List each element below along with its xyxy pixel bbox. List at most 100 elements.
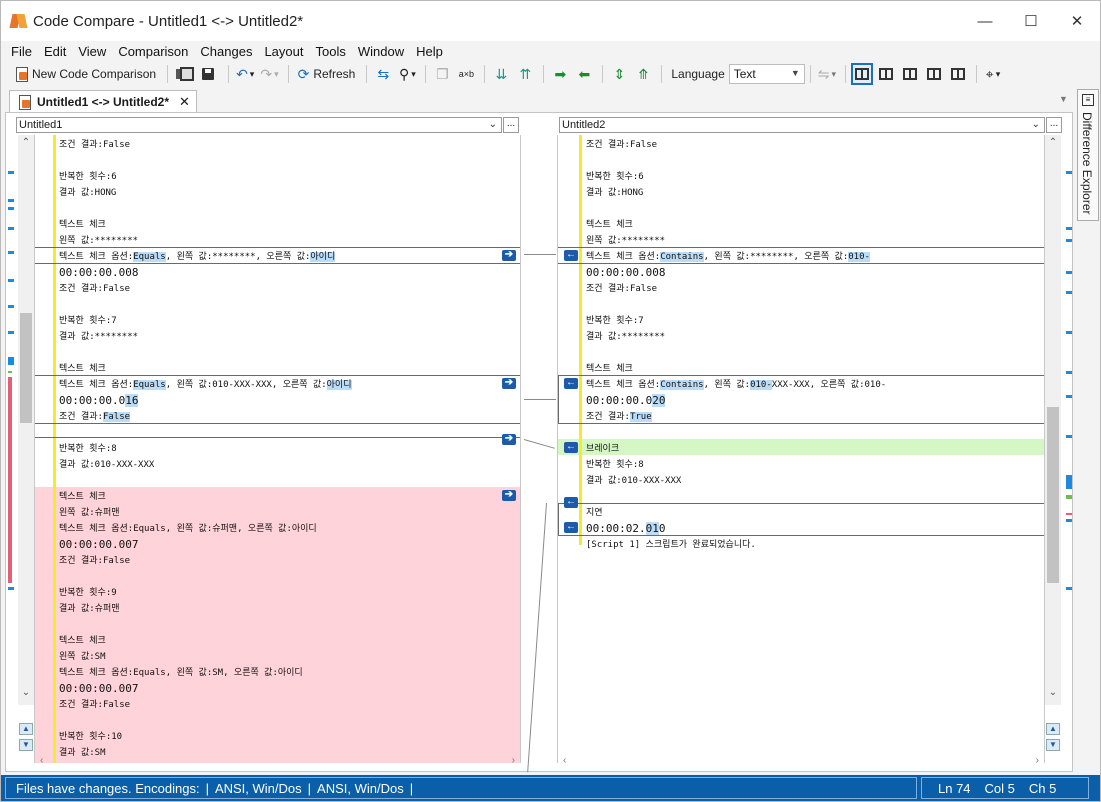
find-dropdown-icon: ▾ — [411, 69, 416, 79]
menu-tools[interactable]: Tools — [315, 43, 346, 59]
scroll-up-icon[interactable]: ⌃ — [1048, 137, 1058, 148]
menu-help[interactable]: Help — [416, 43, 443, 59]
swap-sides-button[interactable]: ⇆ — [372, 63, 394, 85]
overview-mark — [1066, 475, 1072, 489]
copy-left-arrow-icon[interactable]: ← — [564, 496, 578, 508]
layout-horizontal-button[interactable] — [947, 63, 969, 85]
redo-button[interactable]: ↷▾ — [258, 63, 280, 85]
overview-mark-green — [1066, 495, 1072, 499]
maximize-button[interactable]: ☐ — [1024, 13, 1038, 30]
scroll-left-icon[interactable]: ‹ — [40, 755, 44, 766]
code-line: 텍스트 체크 옵션:Equals, 왼쪽 값:********, 오른쪽 값:아… — [59, 252, 336, 262]
previous-difference-button[interactable]: ⇈ — [514, 63, 536, 85]
left-overview-ruler[interactable] — [6, 135, 18, 695]
copy-left-arrow-icon[interactable]: ← — [564, 377, 578, 389]
copy-left-arrow-icon[interactable]: ← — [564, 441, 578, 453]
ignore-case-button[interactable]: a×b — [455, 63, 477, 85]
menu-edit[interactable]: Edit — [43, 43, 67, 59]
left-vertical-scrollbar[interactable]: ⌃ ⌄ — [18, 135, 34, 705]
close-window-button[interactable]: ✕ — [1070, 13, 1084, 30]
next-difference-button[interactable]: ⇊ — [490, 63, 512, 85]
scroll-down-icon[interactable]: ⌄ — [21, 687, 31, 698]
menu-comparison[interactable]: Comparison — [118, 43, 189, 59]
code-line: 조건 결과:True — [586, 412, 652, 422]
difference-explorer-tab[interactable]: ≡ Difference Explorer — [1077, 89, 1099, 221]
layout-two-pane-button[interactable] — [851, 63, 874, 85]
toolbar-separator — [602, 65, 604, 83]
code-line: 텍스트 체크 — [59, 492, 106, 502]
layout-left-button[interactable] — [875, 63, 897, 85]
undo-button[interactable]: ↶▾ — [234, 63, 256, 85]
find-button[interactable]: ⚲▾ — [396, 63, 418, 85]
right-next-diff-button[interactable]: ▼ — [1046, 739, 1060, 751]
scroll-right-icon[interactable]: › — [1035, 755, 1039, 766]
right-browse-button[interactable]: ... — [1046, 117, 1062, 133]
code-line: 00:00:02.010 — [586, 522, 666, 535]
copy-right-arrow-icon[interactable]: ➔ — [502, 250, 516, 261]
left-prev-diff-button[interactable]: ▲ — [19, 723, 33, 735]
right-vertical-scrollbar[interactable]: ⌃ ⌄ — [1045, 135, 1061, 705]
right-overview-ruler[interactable] — [1062, 135, 1074, 695]
copy-right-arrow-icon[interactable]: ➔ — [502, 434, 516, 445]
copy-right-arrow-icon[interactable]: ➔ — [502, 490, 516, 501]
minimize-button[interactable]: — — [977, 12, 993, 30]
diff-frame — [35, 375, 520, 424]
overview-mark — [8, 331, 14, 334]
layout-right-button[interactable] — [899, 63, 921, 85]
overview-mark-red — [8, 377, 12, 583]
left-browse-button[interactable]: ... — [503, 117, 519, 133]
refresh-button[interactable]: ⟳ Refresh — [294, 63, 360, 85]
language-select[interactable]: Text ▼ — [728, 64, 805, 84]
toolbar: New Code Comparison ↶▾ ↷▾ ⟳ Refresh ⇆ ⚲▾… — [1, 61, 1100, 87]
left-encoding[interactable]: ANSI, Win/Dos — [214, 780, 302, 796]
left-change-gutter — [53, 135, 56, 763]
left-next-diff-button[interactable]: ▼ — [19, 739, 33, 751]
copy-to-left-button[interactable]: ⬅ — [573, 63, 595, 85]
code-line: 텍스트 체크 — [586, 364, 633, 374]
collapse-all-button[interactable]: ⤊ — [632, 63, 654, 85]
menu-window[interactable]: Window — [357, 43, 405, 59]
document-tab-strip: Untitled1 <-> Untitled2* ✕ — [9, 90, 197, 112]
code-line: 텍스트 체크 — [59, 636, 106, 646]
toolbar-separator — [366, 65, 368, 83]
copy-left-arrow-icon[interactable]: ← — [564, 521, 578, 533]
scroll-right-icon[interactable]: › — [511, 755, 515, 766]
copy-to-right-button[interactable]: ➡ — [549, 63, 571, 85]
right-file-name: Untitled2 — [562, 119, 606, 131]
options-button[interactable]: ⇋▾ — [816, 63, 838, 85]
layout-three-pane-button[interactable] — [923, 63, 945, 85]
copy-left-arrow-icon[interactable]: ← — [564, 249, 578, 261]
left-file-select[interactable]: Untitled1 ⌄ — [16, 117, 502, 133]
save-all-button[interactable] — [173, 63, 196, 85]
scroll-down-icon[interactable]: ⌄ — [1048, 687, 1058, 698]
arrow-right-icon: ➡ — [554, 66, 567, 82]
right-file-select[interactable]: Untitled2 ⌄ — [559, 117, 1045, 133]
right-horizontal-scrollbar[interactable]: ‹ › — [557, 755, 1045, 769]
menu-changes[interactable]: Changes — [200, 43, 253, 59]
tabs-dropdown-icon[interactable]: ▼ — [1059, 94, 1068, 104]
language-value: Text — [733, 67, 756, 81]
left-scroll-thumb[interactable] — [20, 313, 32, 423]
copy-right-arrow-icon[interactable]: ➔ — [502, 378, 516, 389]
save-button[interactable] — [198, 63, 221, 85]
right-prev-diff-button[interactable]: ▲ — [1046, 723, 1060, 735]
tab-untitled-comparison[interactable]: Untitled1 <-> Untitled2* ✕ — [9, 90, 197, 112]
tab-close-icon[interactable]: ✕ — [179, 93, 190, 109]
diff-connector — [527, 502, 547, 773]
scroll-up-icon[interactable]: ⌃ — [21, 137, 31, 148]
settings-button[interactable]: ⌖▾ — [982, 63, 1004, 85]
new-code-comparison-button[interactable]: New Code Comparison — [9, 63, 160, 85]
left-horizontal-scrollbar[interactable]: ‹ › — [34, 755, 521, 769]
copy-button[interactable]: ❐ — [431, 63, 453, 85]
overview-mark — [1066, 227, 1072, 230]
menu-view[interactable]: View — [78, 43, 107, 59]
menu-file[interactable]: File — [11, 43, 32, 59]
code-line: 결과 값:010-XXX-XXX — [59, 460, 155, 470]
right-encoding[interactable]: ANSI, Win/Dos — [317, 780, 404, 796]
expand-all-button[interactable]: ⇕ — [608, 63, 630, 85]
menu-layout[interactable]: Layout — [264, 43, 304, 59]
right-scroll-thumb[interactable] — [1047, 407, 1059, 583]
scroll-left-icon[interactable]: ‹ — [563, 755, 567, 766]
